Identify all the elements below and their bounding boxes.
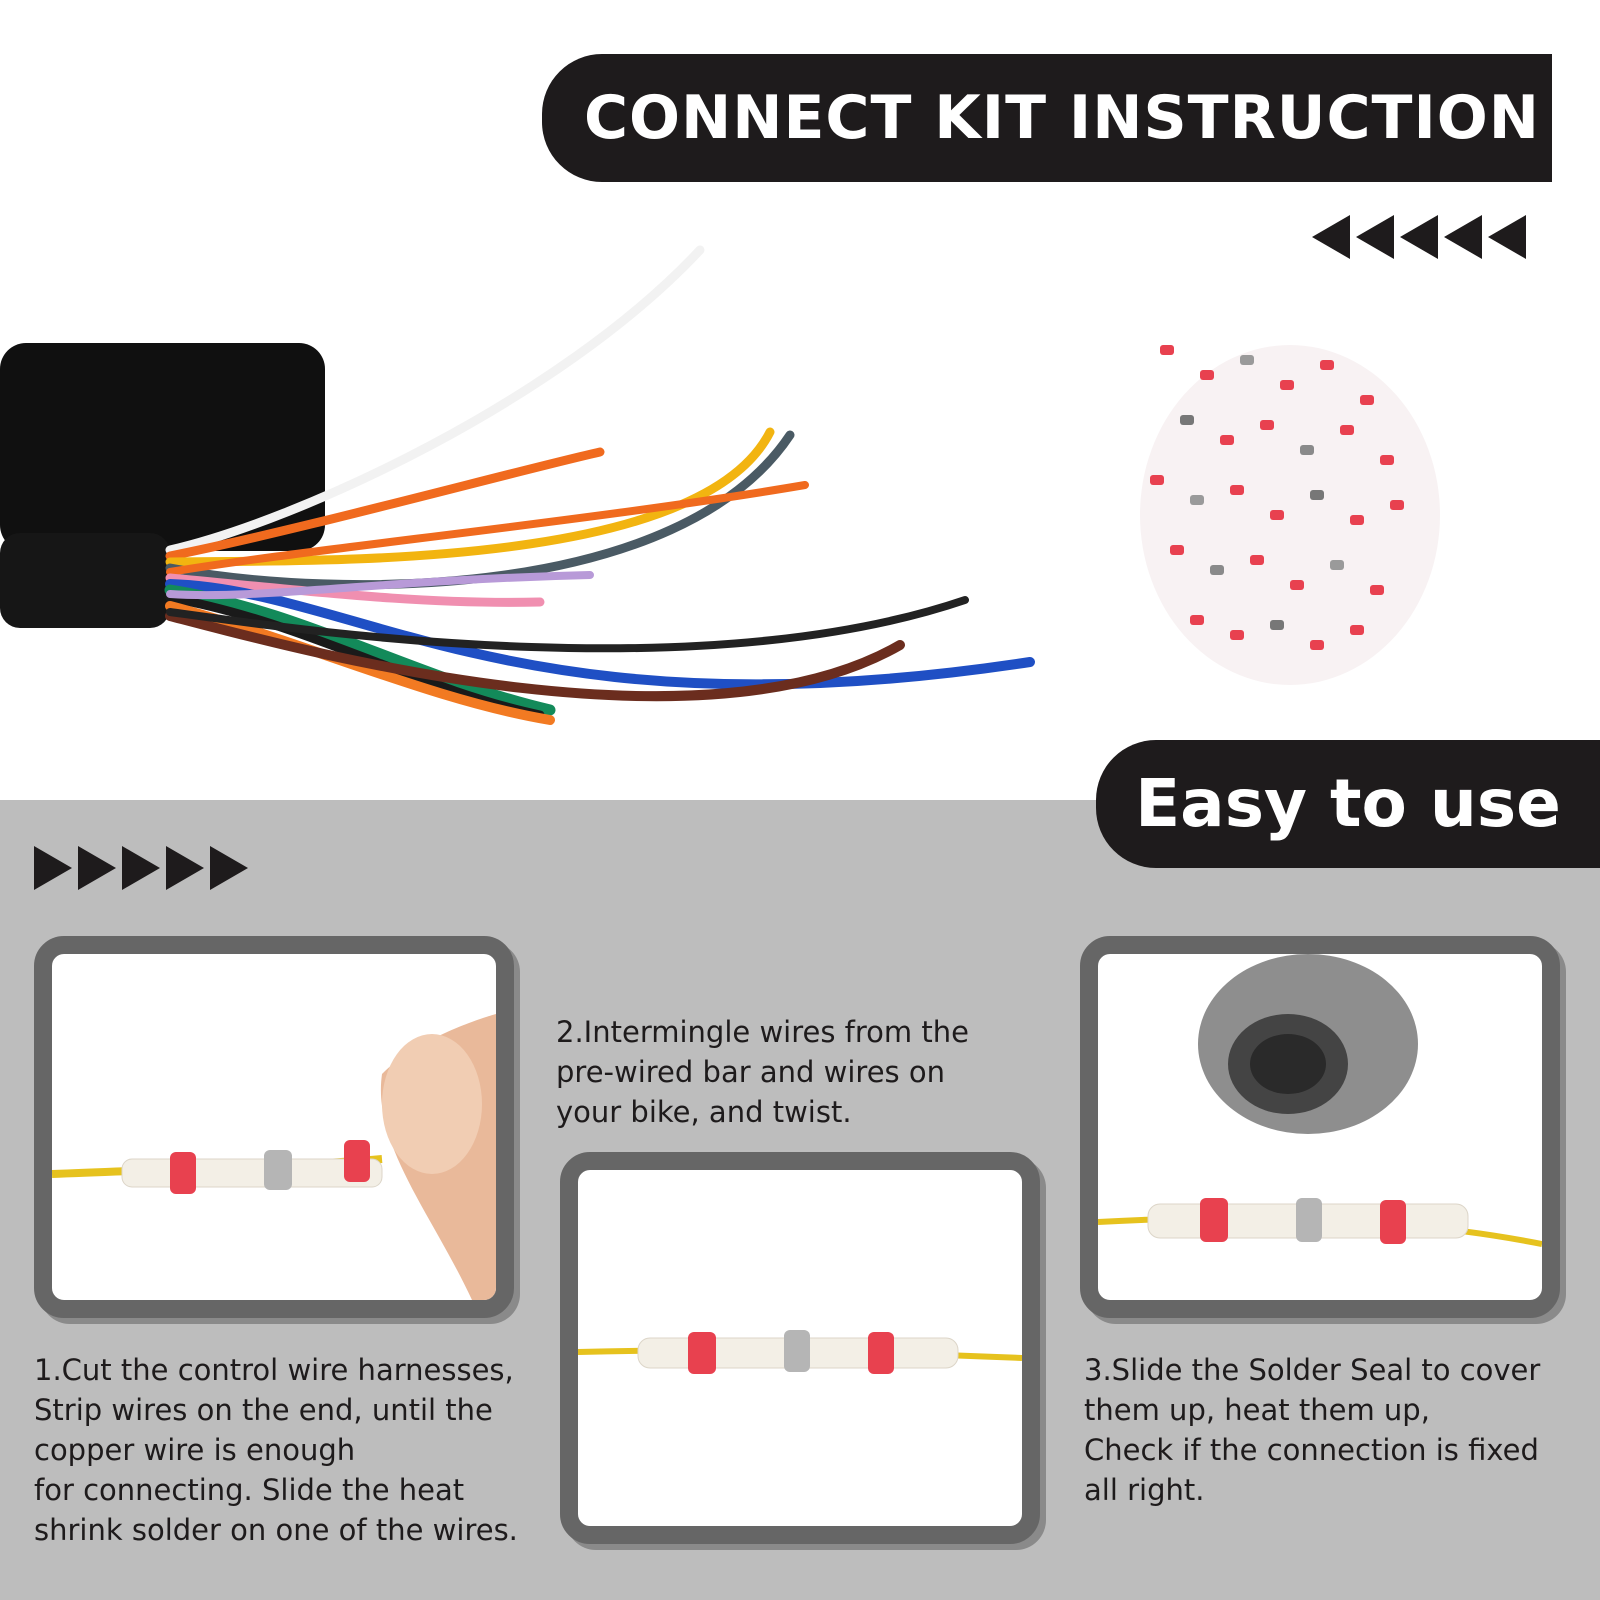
- step-2-text: 2.Intermingle wires from the pre-wired b…: [556, 1012, 969, 1132]
- easy-to-use-banner: Easy to use: [1096, 740, 1600, 868]
- solder-connectors-image: [1140, 345, 1440, 685]
- step-1-line: copper wire is enough: [34, 1433, 356, 1467]
- arrow-left-icon: [1312, 215, 1350, 259]
- arrow-left-icon: [1400, 215, 1438, 259]
- step-3-line: Check if the connection is fixed: [1084, 1433, 1539, 1467]
- wire-bundle: [164, 245, 1035, 725]
- left-arrows-decoration: [1312, 215, 1526, 261]
- connector-pile: [1140, 345, 1440, 685]
- step-1-photo: [34, 936, 514, 1318]
- step-1-line: for connecting. Slide the heat: [34, 1473, 465, 1507]
- step-2-photo: [560, 1152, 1040, 1544]
- arrow-right-icon: [166, 846, 204, 890]
- arrow-right-icon: [78, 846, 116, 890]
- step-1-line: Strip wires on the end, until the: [34, 1393, 493, 1427]
- title-banner: CONNECT KIT INSTRUCTION: [542, 54, 1552, 182]
- cable-jacket: [0, 343, 325, 551]
- step-1-line: shrink solder on one of the wires.: [34, 1513, 518, 1547]
- wire-harness-image: [0, 245, 1035, 725]
- step-2-line: your bike, and twist.: [556, 1095, 852, 1129]
- page-title: CONNECT KIT INSTRUCTION: [583, 83, 1541, 153]
- cable-sheath: [0, 533, 170, 628]
- step-3-line: them up, heat them up,: [1084, 1393, 1430, 1427]
- arrow-right-icon: [122, 846, 160, 890]
- arrow-left-icon: [1356, 215, 1394, 259]
- step-3-photo: [1080, 936, 1560, 1318]
- step-1-line: 1.Cut the control wire harnesses,: [34, 1353, 514, 1387]
- arrow-right-icon: [34, 846, 72, 890]
- easy-to-use-label: Easy to use: [1135, 765, 1561, 842]
- step-3-line: all right.: [1084, 1473, 1205, 1507]
- step-1-text: 1.Cut the control wire harnesses, Strip …: [34, 1350, 518, 1550]
- step-2-line: pre-wired bar and wires on: [556, 1055, 945, 1089]
- step-2-line: 2.Intermingle wires from the: [556, 1015, 969, 1049]
- arrow-right-icon: [210, 846, 248, 890]
- step-3-text: 3.Slide the Solder Seal to cover them up…: [1084, 1350, 1540, 1510]
- arrow-left-icon: [1444, 215, 1482, 259]
- right-arrows-decoration: [34, 846, 248, 892]
- step-3-line: 3.Slide the Solder Seal to cover: [1084, 1353, 1541, 1387]
- arrow-left-icon: [1488, 215, 1526, 259]
